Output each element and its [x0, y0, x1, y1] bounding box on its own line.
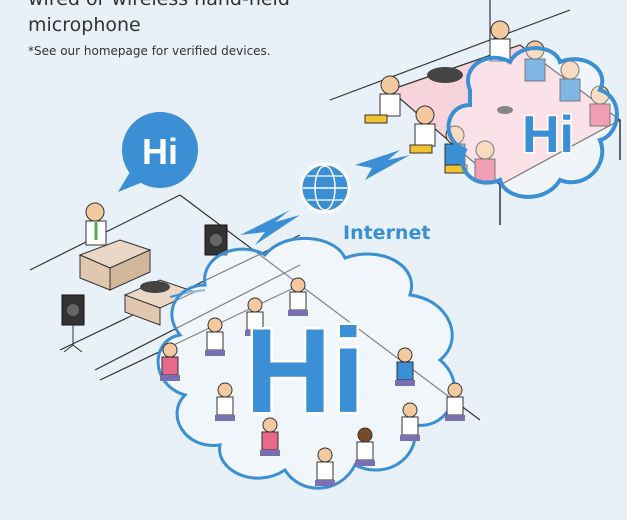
remote-chair	[444, 164, 468, 174]
audience-hi-text: Hi	[245, 304, 365, 438]
audience-person	[355, 427, 375, 466]
speakerphone-device	[427, 67, 463, 83]
audience-person	[205, 317, 225, 356]
audience-cloud	[156, 236, 457, 490]
presenter-hi-text: Hi	[142, 131, 178, 172]
globe-icon	[299, 162, 351, 214]
remote-person	[489, 20, 511, 62]
remote-person	[474, 140, 496, 182]
connection-arrow	[169, 289, 206, 298]
audience-person	[395, 347, 415, 386]
remote-chair	[364, 114, 388, 124]
remote-person	[414, 105, 436, 147]
internet-label: Internet	[343, 222, 431, 244]
remote-room-hi-text: Hi	[522, 106, 574, 164]
speakerphone-device	[140, 281, 170, 293]
audience-person	[260, 417, 280, 456]
audience-person	[160, 342, 180, 381]
signal-bolt	[355, 150, 410, 180]
audience-person	[445, 382, 465, 421]
remote-person	[559, 60, 581, 102]
speaker-icon	[61, 294, 85, 353]
audience-person	[315, 447, 335, 486]
remote-person	[379, 75, 401, 117]
heading-line-1: wired or wireless hand-held	[28, 0, 290, 10]
speaker-icon	[204, 224, 228, 256]
remote-room-cloud	[446, 46, 619, 199]
audience-person	[400, 402, 420, 441]
verified-devices-note: *See our homepage for verified devices.	[28, 44, 271, 58]
podium	[78, 239, 152, 291]
presenter	[85, 202, 107, 246]
heading-line-2: microphone	[28, 14, 141, 36]
audience-person	[215, 382, 235, 421]
signal-bolt	[240, 210, 300, 245]
audience-person	[245, 297, 265, 336]
presenter-speech-bubble	[118, 112, 198, 192]
audience-person	[288, 277, 308, 316]
remote-chair	[409, 144, 433, 154]
remote-mic-icon	[497, 106, 513, 114]
audience-members	[160, 277, 465, 486]
